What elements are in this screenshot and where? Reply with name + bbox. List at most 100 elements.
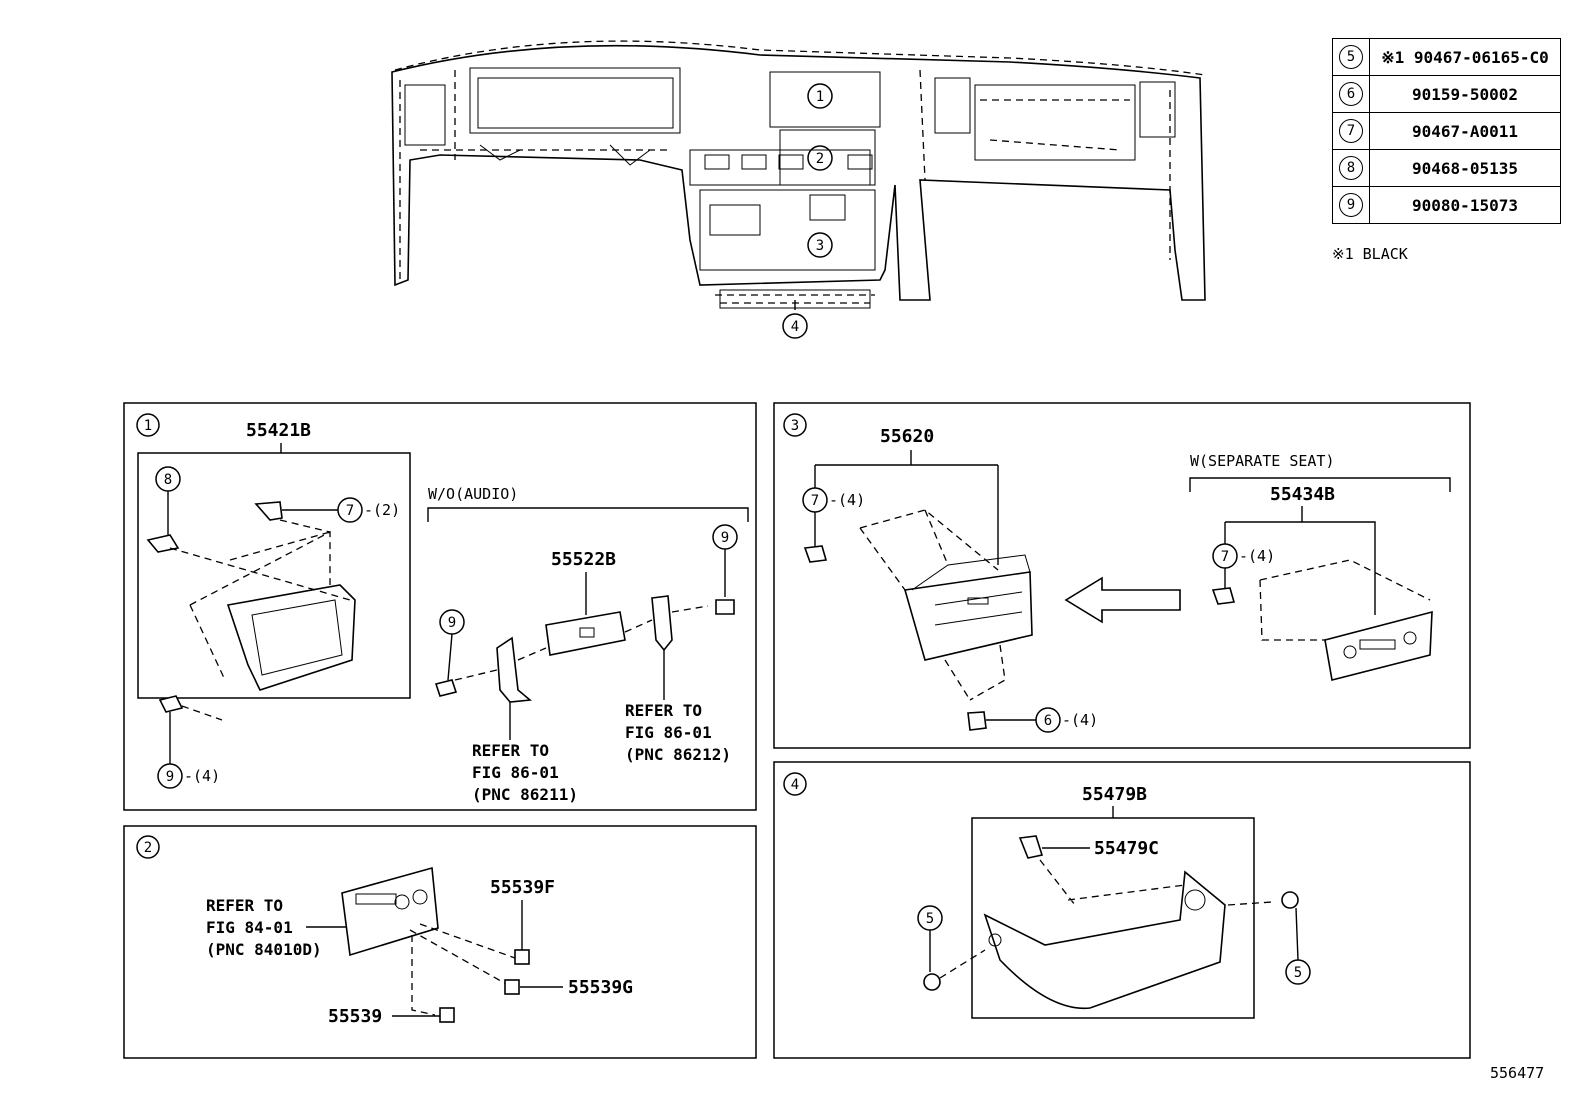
callout-5-right: 5 [1281, 891, 1311, 985]
svg-text:6: 6 [1044, 713, 1052, 729]
knob-55539 [439, 1007, 455, 1023]
refer-84010D-note: REFER TO FIG 84-01 (PNC 84010D) [206, 896, 348, 959]
svg-text:4: 4 [791, 777, 799, 793]
legend-callout: 6 [1339, 82, 1363, 106]
svg-text:3: 3 [791, 418, 799, 434]
separate-seat-bracket [1189, 477, 1451, 492]
svg-text:4: 4 [791, 319, 799, 335]
part-number-legend: 5 ※1 90467-06165-C0 6 90159-50002 7 9046… [1332, 38, 1561, 224]
panel-3-frame [773, 402, 1471, 749]
svg-text:-(4): -(4) [1239, 547, 1275, 565]
callout-7-qty4-left: 7 -(4) [802, 465, 865, 563]
svg-text:(PNC 86211): (PNC 86211) [472, 785, 578, 804]
panel-2-frame [123, 825, 757, 1059]
figure-id: 556477 [1490, 1064, 1545, 1082]
svg-text:8: 8 [164, 472, 172, 488]
overview-callout-2: 2 [807, 145, 833, 171]
overview-callout-4: 4 [782, 300, 808, 339]
part-55620-leader [815, 450, 999, 565]
svg-text:REFER TO: REFER TO [625, 701, 702, 720]
overview-callout-3: 3 [807, 232, 833, 258]
color-note: ※1 BLACK [1332, 245, 1408, 263]
panel-4-subassembly-box [971, 817, 1255, 1019]
svg-text:7: 7 [346, 503, 354, 519]
svg-text:2: 2 [144, 840, 152, 856]
panel-1-index: 1 [136, 413, 160, 437]
knob-55539F [514, 949, 530, 965]
svg-text:5: 5 [1294, 965, 1302, 981]
callout-7-qty4-right: 7 -(4) [1211, 522, 1275, 605]
part-55479B-label: 55479B [1082, 784, 1147, 805]
lower-cover-panel-illustration [983, 859, 1273, 1010]
legend-part-number: 90468-05135 [1369, 149, 1561, 187]
part-55539G-label: 55539G [568, 977, 633, 998]
panel-1-frame [123, 402, 757, 811]
svg-text:1: 1 [816, 89, 824, 105]
svg-text:7: 7 [811, 493, 819, 509]
svg-text:FIG 86-01: FIG 86-01 [625, 723, 712, 742]
part-55620-label: 55620 [880, 426, 934, 447]
svg-text:3: 3 [816, 238, 824, 254]
screw-9-bottom-left: 9 -(4) [157, 695, 223, 789]
svg-text:-(4): -(4) [829, 491, 865, 509]
svg-text:-(4): -(4) [184, 767, 220, 785]
svg-text:2: 2 [816, 151, 824, 167]
panel-1-subassembly-box [137, 452, 411, 699]
legend-part-number: 90159-50002 [1369, 75, 1561, 113]
legend-callout: 9 [1339, 193, 1363, 217]
callout-5-left: 5 [917, 905, 986, 991]
svg-text:5: 5 [926, 911, 934, 927]
replacement-arrow [1064, 576, 1181, 624]
panel-3-index: 3 [783, 413, 807, 437]
callout-6-qty4: 6 -(4) [967, 707, 1098, 733]
svg-text:REFER TO: REFER TO [472, 741, 549, 760]
panel-2-index: 2 [136, 835, 160, 859]
callout-9-right: 9 [712, 524, 738, 615]
separate-seat-label: W(SEPARATE SEAT) [1190, 452, 1335, 470]
legend-row: 7 90467-A0011 [1332, 112, 1561, 150]
svg-text:1: 1 [144, 418, 152, 434]
refer-86211-note: REFER TO FIG 86-01 (PNC 86211) [472, 702, 578, 804]
bracket-right-illustration [624, 595, 709, 652]
svg-text:9: 9 [448, 615, 456, 631]
part-55421B-label: 55421B [246, 420, 311, 441]
svg-text:-(2): -(2) [364, 501, 400, 519]
cluster-bezel-illustration [146, 501, 356, 691]
svg-text:FIG 86-01: FIG 86-01 [472, 763, 559, 782]
knob-55539G [504, 979, 520, 995]
part-55539-label: 55539 [328, 1006, 382, 1027]
storage-box-illustration [859, 509, 1033, 701]
legend-row: 6 90159-50002 [1332, 75, 1561, 113]
svg-text:7: 7 [1221, 549, 1229, 565]
svg-text:(PNC 84010D): (PNC 84010D) [206, 940, 322, 959]
part-55479C-label: 55479C [1094, 838, 1159, 859]
callout-7-qty2: 7 -(2) [282, 497, 400, 523]
legend-row: 8 90468-05135 [1332, 149, 1561, 187]
legend-part-number: 90080-15073 [1369, 186, 1561, 224]
overview-callout-1: 1 [807, 83, 833, 109]
part-55539F-label: 55539F [490, 877, 555, 898]
legend-row: 9 90080-15073 [1332, 186, 1561, 224]
legend-callout: 8 [1339, 156, 1363, 180]
panel-4-index: 4 [783, 772, 807, 796]
dashboard-overview-illustration [391, 40, 1206, 309]
legend-row: 5 ※1 90467-06165-C0 [1332, 38, 1561, 76]
svg-text:(PNC 86212): (PNC 86212) [625, 745, 731, 764]
svg-text:9: 9 [721, 530, 729, 546]
refer-86212-note: REFER TO FIG 86-01 (PNC 86212) [625, 650, 731, 764]
legend-callout: 7 [1339, 119, 1363, 143]
callout-8: 8 [155, 466, 181, 535]
part-55434B-leader [1225, 506, 1376, 615]
legend-callout: 5 [1339, 45, 1363, 69]
callout-9-left: 9 [434, 609, 465, 697]
svg-text:REFER TO: REFER TO [206, 896, 283, 915]
panel-4-frame [773, 761, 1471, 1059]
heater-control-panel-illustration [341, 866, 516, 1016]
svg-text:FIG 84-01: FIG 84-01 [206, 918, 293, 937]
svg-text:-(4): -(4) [1062, 711, 1098, 729]
audio-blank-panel-illustration [545, 611, 626, 656]
legend-part-number: ※1 90467-06165-C0 [1369, 38, 1561, 76]
bracket-left-illustration [454, 636, 547, 703]
part-55522B-label: 55522B [551, 549, 616, 570]
